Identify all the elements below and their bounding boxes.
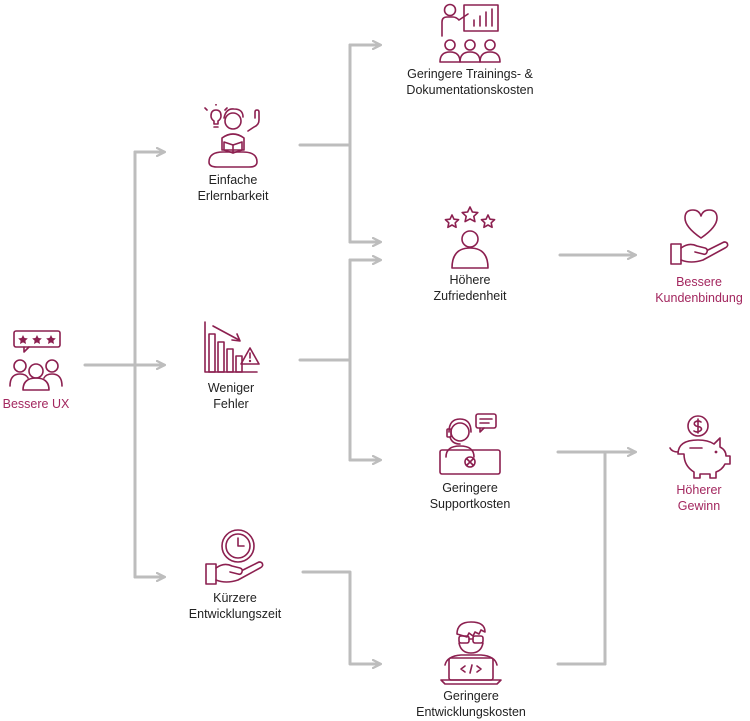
- node-weniger-fehler: Weniger Fehler: [180, 320, 282, 412]
- node-geringere-trainingskosten: Geringere Trainings- & Dokumentationskos…: [390, 2, 550, 98]
- node-geringere-supportkosten: Geringere Supportkosten: [400, 412, 540, 512]
- connector-gewinn: [556, 452, 635, 666]
- node-einfache-erlernbarkeit: Einfache Erlernbarkeit: [178, 104, 288, 204]
- presentation-audience-icon: [439, 3, 501, 63]
- node-label: Weniger Fehler: [207, 381, 255, 411]
- node-label: Bessere UX: [2, 397, 70, 411]
- node-geringere-entwicklungskosten: Geringere Entwicklungskosten: [396, 620, 546, 720]
- declining-chart-warning-icon: [204, 321, 260, 373]
- connector-ux-branches: [83, 152, 164, 577]
- node-label: Geringere Trainings- & Dokumentationskos…: [406, 67, 534, 97]
- piggy-bank-icon: [669, 415, 731, 479]
- connector-fehler-branches: [298, 260, 380, 460]
- node-bessere-kundenbindung: Bessere Kundenbindung: [648, 206, 750, 306]
- node-label: Geringere Entwicklungskosten: [416, 689, 526, 719]
- developer-laptop-icon: [440, 621, 502, 685]
- node-label: Höhere Zufriedenheit: [433, 273, 507, 303]
- node-label: Höherer Gewinn: [676, 483, 722, 513]
- node-hoeherer-gewinn: Höherer Gewinn: [652, 414, 746, 514]
- node-hoehere-zufriedenheit: Höhere Zufriedenheit: [400, 206, 540, 304]
- node-label: Geringere Supportkosten: [429, 481, 511, 511]
- user-stars-icon: [444, 206, 496, 269]
- node-label: Bessere Kundenbindung: [655, 275, 743, 305]
- users-rating-icon: [9, 330, 63, 391]
- heart-hand-icon: [670, 209, 729, 265]
- support-agent-icon: [439, 413, 501, 475]
- node-label: Kürzere Entwicklungszeit: [188, 591, 282, 621]
- node-kuerzere-entwicklungszeit: Kürzere Entwicklungszeit: [172, 526, 298, 622]
- node-bessere-ux: Bessere UX: [0, 328, 72, 412]
- connector-erlernbarkeit-branches: [298, 45, 380, 242]
- learner-meditating-icon: [204, 104, 260, 168]
- node-label: Einfache Erlernbarkeit: [197, 173, 269, 203]
- connector-entwicklungszeit: [301, 570, 380, 664]
- clock-on-hand-icon: [205, 529, 264, 585]
